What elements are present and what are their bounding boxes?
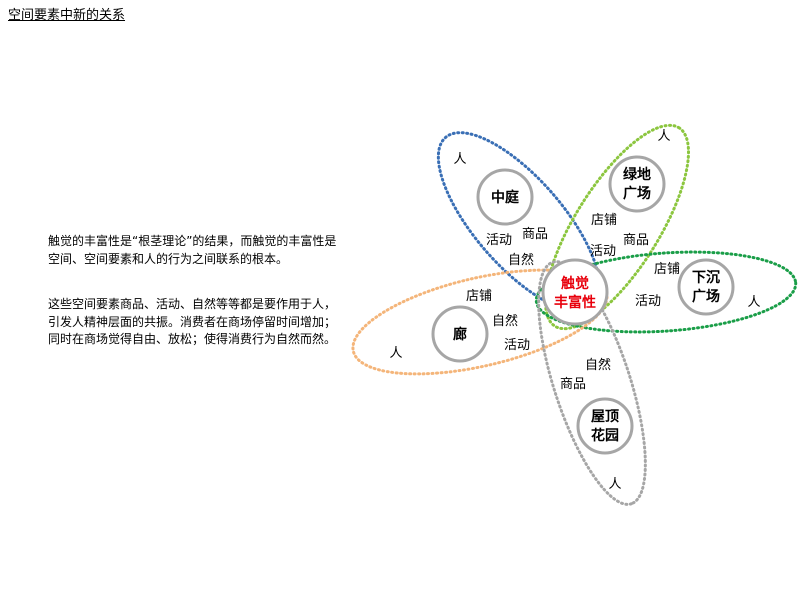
lime-shop-label: 店铺 <box>591 213 617 228</box>
lime-activity-label: 活动 <box>590 244 616 259</box>
gray-person-label: 人 <box>608 477 621 492</box>
green-activity-label: 活动 <box>635 294 661 309</box>
node-green-square-circle <box>608 155 666 213</box>
blue-nature-label: 自然 <box>508 252 534 268</box>
node-green-square-label-2: 广场 <box>623 185 651 202</box>
orange-nature-label: 自然 <box>492 313 518 329</box>
green-person-label: 人 <box>747 295 760 310</box>
petal-lime-green-square <box>543 123 691 331</box>
description-paragraph-1: 触觉的丰富性是“根茎理论”的结果，而触觉的丰富性是空间、空间要素和人的行为之间联… <box>48 234 337 266</box>
petal-gray-roof-garden <box>537 260 647 506</box>
node-corridor-circle <box>431 305 489 363</box>
green-shop-label: 店铺 <box>654 262 680 277</box>
description-paragraph-2: 这些空间要素商品、活动、自然等等都是要作用于人，引发人精神层面的共振。消费者在商… <box>48 297 337 346</box>
blue-person-label: 人 <box>453 152 466 167</box>
page-title: 空间要素中新的关系 <box>8 8 126 23</box>
node-courtyard-label: 中庭 <box>491 189 520 206</box>
blue-goods-label: 商品 <box>522 227 548 242</box>
node-roof-garden-label-2: 花园 <box>591 427 619 444</box>
node-roof-garden-circle <box>576 397 634 455</box>
node-courtyard-circle <box>476 168 534 226</box>
center-circle <box>541 258 609 326</box>
orange-shop-label: 店铺 <box>466 289 492 304</box>
orange-activity-label: 活动 <box>504 338 530 353</box>
blue-activity-label: 活动 <box>486 233 512 248</box>
lime-person-label: 人 <box>657 129 670 144</box>
gray-nature-label: 自然 <box>585 357 611 373</box>
center-label-2: 丰富性 <box>554 294 596 311</box>
node-sunken-square-label-1: 下沉 <box>692 269 720 286</box>
node-corridor-label: 廊 <box>453 326 467 343</box>
node-sunken-square-label-2: 广场 <box>692 288 720 305</box>
petal-green-sunken-square <box>534 250 798 334</box>
node-roof-garden-label-1: 屋顶 <box>591 409 619 425</box>
gray-goods-label: 商品 <box>560 377 586 392</box>
orange-person-label: 人 <box>389 346 402 361</box>
node-sunken-square-circle <box>677 258 735 316</box>
center-label-1: 触觉 <box>560 275 589 292</box>
node-green-square-label-1: 绿地 <box>623 166 651 183</box>
lime-goods-label: 商品 <box>623 233 649 248</box>
